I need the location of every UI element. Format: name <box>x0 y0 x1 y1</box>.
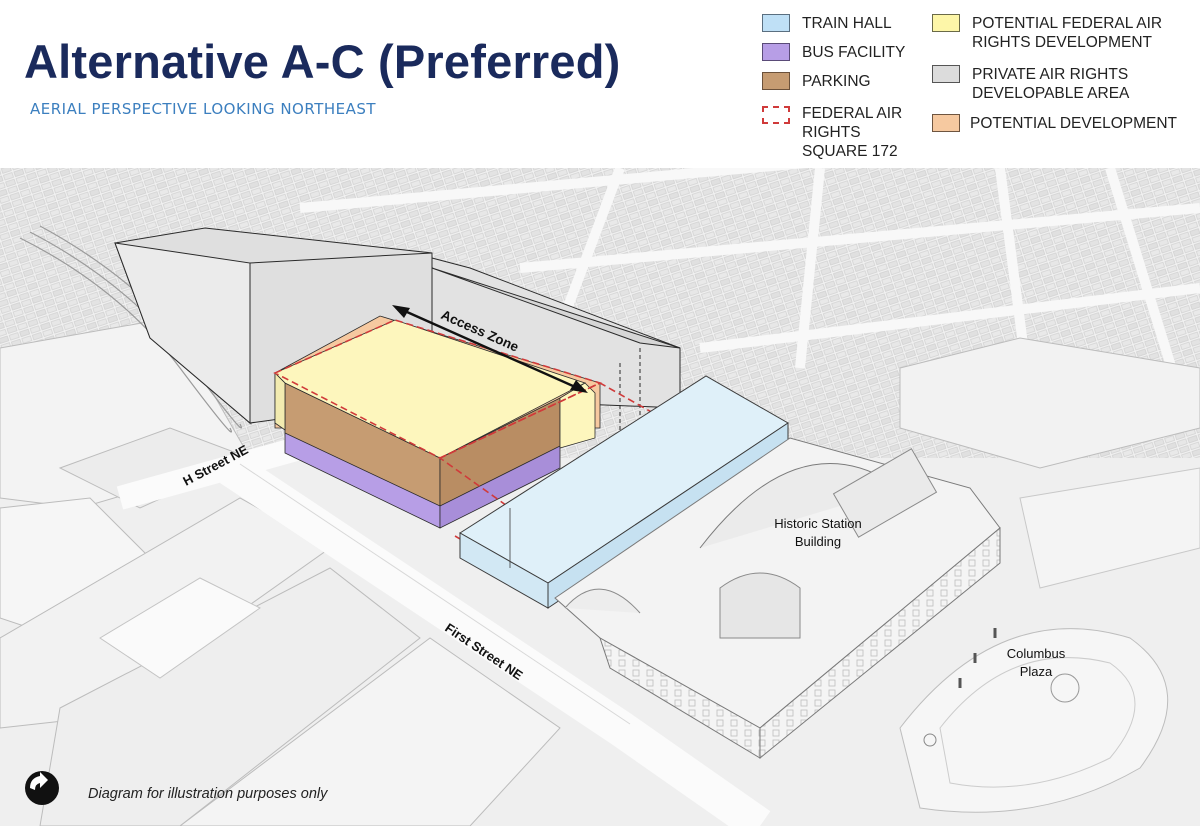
legend-label-federal-air-rights-3: SQUARE 172 <box>802 143 898 160</box>
legend-swatch-private-air-rights <box>932 65 960 83</box>
legend-swatch-train-hall <box>762 14 790 32</box>
legend-label-private-air-rights-2: DEVELOPABLE AREA <box>972 85 1130 102</box>
historic-station-building <box>554 437 1001 760</box>
legend-label-private-air-rights-1: PRIVATE AIR RIGHTS <box>972 66 1129 83</box>
legend-label-parking: PARKING <box>802 73 871 90</box>
right-buildings <box>899 337 1200 589</box>
legend-label-federal-air-rights-2: RIGHTS <box>802 124 861 141</box>
legend-label-potential-development: POTENTIAL DEVELOPMENT <box>970 115 1177 132</box>
historic-station-label-1: Historic Station <box>774 516 861 531</box>
historic-station-label-2: Building <box>795 534 841 549</box>
north-arrow-icon <box>25 771 59 805</box>
legend-label-bus-facility: BUS FACILITY <box>802 44 906 61</box>
access-zone-arrow <box>392 305 588 393</box>
legend-swatch-federal-air-rights <box>762 106 790 124</box>
legend-swatch-parking <box>762 72 790 90</box>
page-title: Alternative A-C (Preferred) <box>24 35 621 88</box>
legend-swatch-potential-federal <box>932 14 960 32</box>
columbus-plaza <box>899 628 1169 813</box>
legend-label-potential-federal-2: RIGHTS DEVELOPMENT <box>972 34 1152 51</box>
columbus-plaza-label-2: Plaza <box>1020 664 1053 679</box>
columbus-plaza-label-1: Columbus <box>1007 646 1066 661</box>
legend-swatch-potential-development <box>932 114 960 132</box>
legend-label-train-hall: TRAIN HALL <box>802 15 892 32</box>
legend-swatch-bus-facility <box>762 43 790 61</box>
roads <box>116 436 771 826</box>
legend-label-potential-federal-1: POTENTIAL FEDERAL AIR <box>972 15 1163 32</box>
legend-label-federal-air-rights-1: FEDERAL AIR <box>802 105 903 122</box>
road-edge <box>239 463 631 725</box>
page-subtitle: AERIAL PERSPECTIVE LOOKING NORTHEAST <box>30 100 377 118</box>
foreground-buildings <box>0 317 561 826</box>
footnote: Diagram for illustration purposes only <box>88 786 328 802</box>
aerial-scene: Access Zone H Street NE First Street NE … <box>0 168 1200 826</box>
